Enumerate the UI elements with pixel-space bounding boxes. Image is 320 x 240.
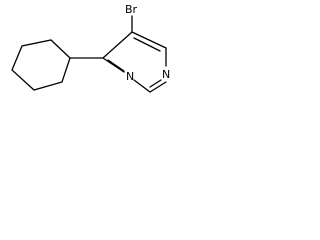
nitrogen-label-lower: N: [126, 70, 134, 83]
structure-drawing: Br N N: [11, 3, 170, 93]
molecule-canvas: Br N N: [0, 0, 193, 120]
bond-n3-c4: [102, 57, 125, 73]
bond-c2-n3: [133, 79, 151, 93]
double-bond-n1-c2: [149, 79, 162, 88]
bond-n1-c2: [149, 81, 167, 93]
bond-c5-c6: [131, 31, 167, 49]
pyrimidine-ring: [102, 31, 167, 93]
double-bond-c5-c6: [133, 37, 161, 52]
nitrogen-label-upper: N: [162, 68, 170, 81]
cyclopentane-ring: [11, 39, 71, 91]
bond-c4-c5: [102, 31, 133, 59]
double-bond-c4-n3: [107, 59, 125, 72]
bromine-label: Br: [125, 3, 138, 16]
